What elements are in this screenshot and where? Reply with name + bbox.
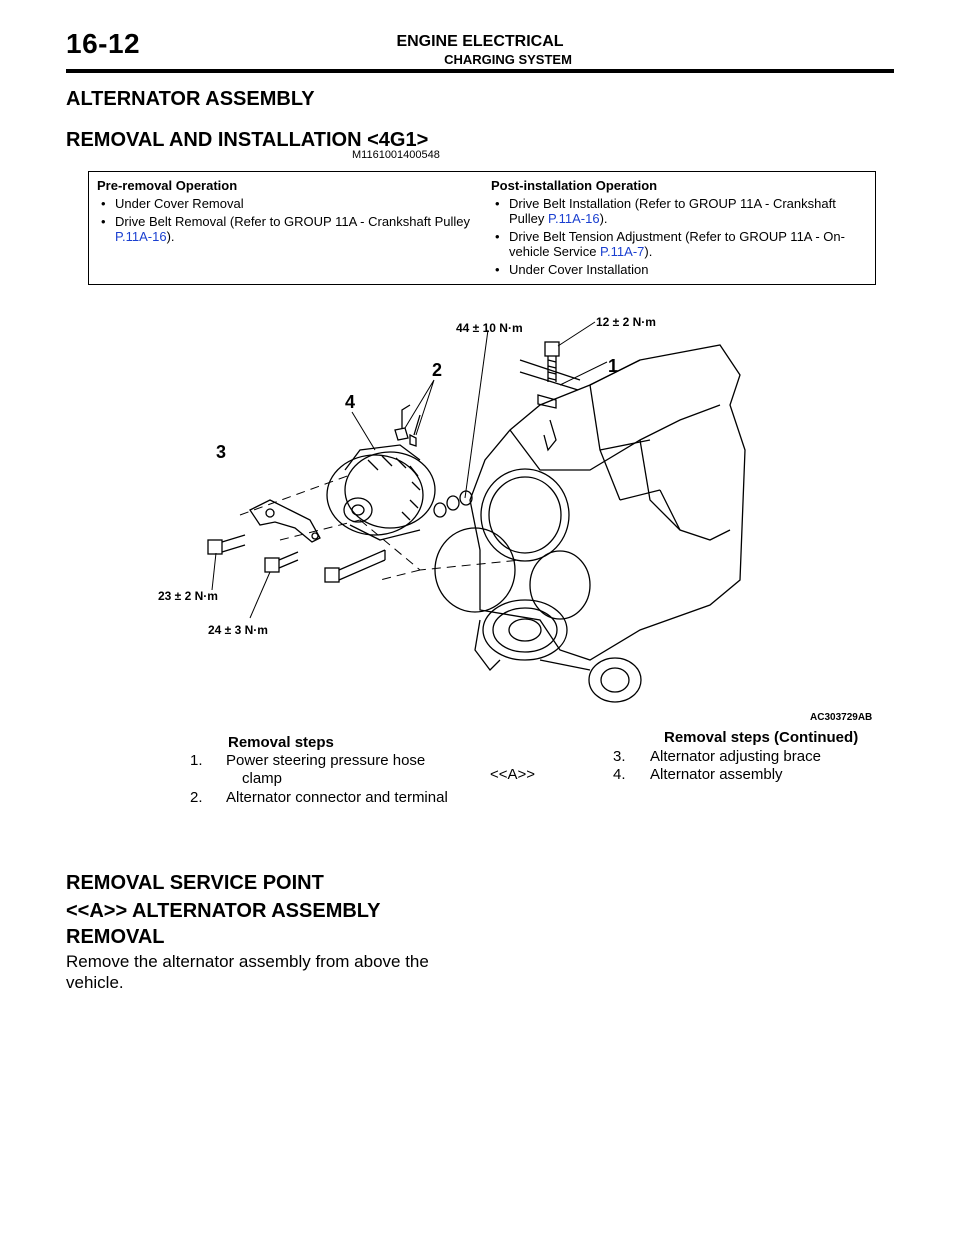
item-text: Drive Belt Installation (Refer to GROUP … xyxy=(509,196,836,226)
page-reference-link[interactable]: P.11A-7 xyxy=(600,244,645,259)
service-point-body: Remove the alternator assembly from abov… xyxy=(66,952,429,971)
hose-clamp-bolt xyxy=(544,341,560,382)
item-text: Under Cover Removal xyxy=(115,196,244,211)
leader-lines xyxy=(211,321,608,619)
item-text: Drive Belt Tension Adjustment (Refer to … xyxy=(509,229,845,259)
removal-steps-continued-heading: Removal steps (Continued) xyxy=(664,729,859,746)
service-point-marker: <<A>> xyxy=(490,766,536,783)
document-id: M1161001400548 xyxy=(352,149,440,161)
post-installation-item: Under Cover Installation xyxy=(491,262,869,277)
item-text: Under Cover Installation xyxy=(509,262,649,277)
post-installation-column: Post-installation Operation Drive Belt I… xyxy=(491,178,869,280)
removal-steps-heading: Removal steps xyxy=(228,734,334,751)
callout-number: 1 xyxy=(608,356,618,376)
item-tail: ). xyxy=(166,229,175,244)
removal-step-label: Power steering pressure hose xyxy=(226,752,426,769)
torque-label: 44 ± 10 N·m xyxy=(456,321,523,335)
alternator-removal-diagram: 44 ± 10 N·m 12 ± 2 N·m 23 ± 2 N·m 24 ± 3… xyxy=(158,315,872,723)
page-title: ALTERNATOR ASSEMBLY xyxy=(66,88,315,110)
removal-step-number: 4. xyxy=(613,766,626,783)
subsection-title: CHARGING SYSTEM xyxy=(444,52,572,67)
removal-step-label: clamp xyxy=(242,770,283,787)
pre-removal-heading: Pre-removal Operation xyxy=(97,178,238,193)
alignment-dashed-lines xyxy=(239,474,521,581)
operations-box: Pre-removal Operation Under Cover Remova… xyxy=(88,171,876,285)
post-installation-item: Drive Belt Tension Adjustment (Refer to … xyxy=(491,229,869,259)
removal-step-label: Alternator adjusting brace xyxy=(650,748,821,765)
service-point-heading: REMOVAL SERVICE POINT xyxy=(66,872,324,894)
service-point-subheading: <<A>> ALTERNATOR ASSEMBLY xyxy=(66,900,381,922)
removal-step-number: 1. xyxy=(190,752,203,769)
torque-label: 23 ± 2 N·m xyxy=(158,589,218,603)
removal-step-label: Alternator connector and terminal xyxy=(226,789,448,806)
service-point-subheading: REMOVAL xyxy=(66,926,165,948)
engine-block-drawing xyxy=(434,344,746,703)
header-rule xyxy=(66,69,894,73)
removal-step-number: 2. xyxy=(190,789,203,806)
torque-label: 24 ± 3 N·m xyxy=(208,623,268,637)
callout-number: 4 xyxy=(345,392,355,412)
mounting-bolts-drawing xyxy=(207,534,386,583)
post-installation-item: Drive Belt Installation (Refer to GROUP … xyxy=(491,196,869,226)
item-tail: ). xyxy=(599,211,608,226)
page-number: 16-12 xyxy=(66,28,141,59)
removal-step-label: Alternator assembly xyxy=(650,766,783,783)
item-tail: ). xyxy=(644,244,653,259)
callout-number: 3 xyxy=(216,442,226,462)
adjusting-brace-drawing xyxy=(249,499,321,543)
removal-step-number: 3. xyxy=(613,748,626,765)
torque-label: 12 ± 2 N·m xyxy=(596,315,656,329)
pre-removal-item: Under Cover Removal xyxy=(97,196,477,211)
section-title: ENGINE ELECTRICAL xyxy=(396,33,564,50)
pre-removal-item: Drive Belt Removal (Refer to GROUP 11A -… xyxy=(97,214,477,244)
alternator-drawing xyxy=(326,404,473,541)
callout-labels: 44 ± 10 N·m 12 ± 2 N·m 23 ± 2 N·m 24 ± 3… xyxy=(158,315,872,723)
figure-code: AC303729AB xyxy=(810,712,872,723)
page-reference-link[interactable]: P.11A-16 xyxy=(115,229,167,244)
callout-number: 2 xyxy=(432,360,442,380)
item-text: Drive Belt Removal (Refer to GROUP 11A -… xyxy=(115,214,470,229)
page-subtitle: REMOVAL AND INSTALLATION <4G1> xyxy=(66,129,429,151)
page-reference-link[interactable]: P.11A-16 xyxy=(548,211,600,226)
service-point-body: vehicle. xyxy=(66,973,124,992)
pre-removal-column: Pre-removal Operation Under Cover Remova… xyxy=(97,178,477,247)
post-installation-heading: Post-installation Operation xyxy=(491,178,658,193)
